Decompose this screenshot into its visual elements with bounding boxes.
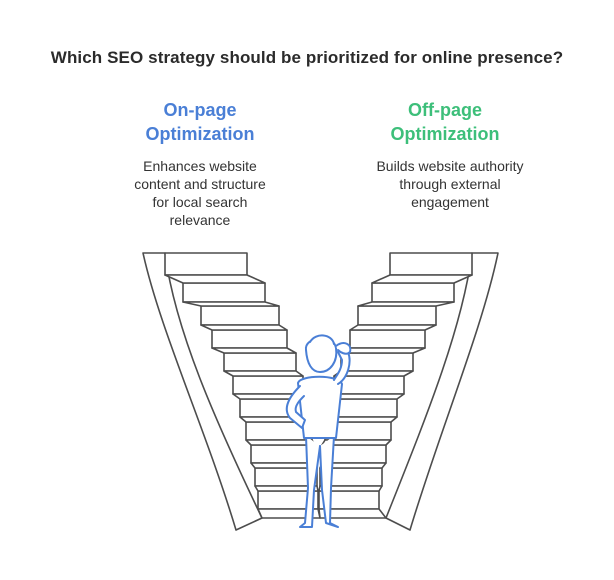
off-page-description: Builds website authority through externa… (345, 157, 555, 211)
on-page-description: Enhances website content and structure f… (100, 157, 300, 229)
on-page-description-line-3: for local search (152, 194, 248, 210)
on-page-title: On-page Optimization (110, 98, 290, 146)
page-title: Which SEO strategy should be prioritized… (50, 48, 564, 67)
on-page-description-line-4: relevance (169, 212, 231, 228)
thinking-person-icon (285, 334, 352, 528)
staircase-icon (318, 252, 499, 531)
staircase-icon (142, 252, 321, 531)
on-page-title-line-1: On-page (163, 100, 237, 120)
on-page-description-line-2: content and structure (134, 176, 266, 192)
off-page-title: Off-page Optimization (350, 98, 540, 146)
off-page-title-line-1: Off-page (408, 100, 482, 120)
on-page-title-line-2: Optimization (145, 124, 255, 144)
off-page-title-line-2: Optimization (390, 124, 500, 144)
off-page-description-line-2: through external (399, 176, 501, 192)
off-page-description-line-1: Builds website authority (376, 158, 524, 174)
off-page-description-line-3: engagement (411, 194, 489, 210)
on-page-description-line-1: Enhances website (143, 158, 257, 174)
